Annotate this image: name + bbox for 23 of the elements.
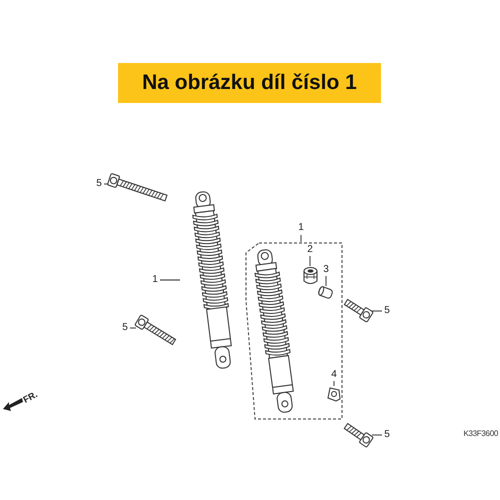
diagram-code: K33F3600 [463,429,498,438]
assembly-outline [245,242,343,420]
bolt-drawing [136,316,176,346]
callout-number: 3 [321,263,331,276]
bolt-drawing [344,298,372,321]
leader-line [300,234,302,242]
bolt-drawing [344,422,372,446]
bushing-drawing [303,266,318,285]
callout-number: 4 [329,368,339,381]
leader-line [372,434,382,436]
collar-drawing [317,286,334,299]
callout-number: 5 [382,304,392,318]
leader-line [372,310,382,312]
bolt-drawing [108,174,168,202]
nut-drawing [327,386,341,402]
callout-number: 1 [296,221,306,235]
callout-number: 2 [305,243,315,256]
callout-number: 5 [120,321,130,335]
callout-number: 5 [382,428,392,442]
callout-number: 5 [94,177,104,191]
callout-number: 1 [150,273,160,287]
title-banner: Na obrázku díl číslo 1 [118,63,381,103]
direction-label: FR. [22,389,39,405]
